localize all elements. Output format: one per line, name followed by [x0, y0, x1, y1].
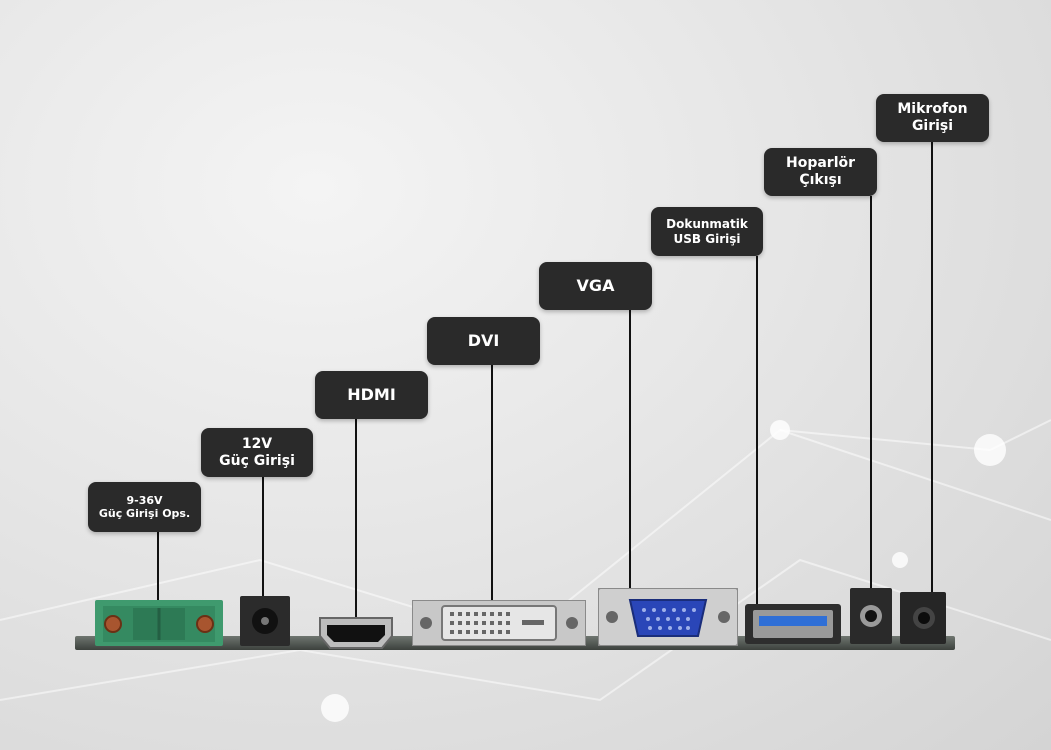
- label-mic-in: Mikrofon Girişi: [876, 94, 989, 142]
- label-hdmi: HDMI: [315, 371, 428, 419]
- label-line: Dokunmatik: [666, 217, 748, 232]
- hdmi-port: [319, 617, 393, 649]
- label-vga: VGA: [539, 262, 652, 310]
- label-line: 12V: [241, 435, 273, 452]
- callout-line-dvi: [491, 365, 493, 601]
- label-9-36v-power: 9-36V Güç Girişi Ops.: [88, 482, 201, 532]
- label-speaker-out: Hoparlör Çıkışı: [764, 148, 877, 196]
- callout-line-mic: [931, 142, 933, 594]
- label-line: Güç Girişi Ops.: [98, 507, 191, 520]
- label-12v-power: 12V Güç Girişi: [201, 428, 313, 477]
- label-line: Mikrofon: [897, 101, 968, 118]
- speaker-audio-jack: [850, 588, 892, 644]
- vga-port: [598, 588, 738, 646]
- label-line: 9-36V: [126, 493, 163, 507]
- label-line: Çıkışı: [799, 172, 842, 188]
- callout-line-hdmi: [355, 419, 357, 619]
- callout-line-usb: [756, 256, 758, 606]
- label-line: HDMI: [347, 385, 396, 405]
- label-line: VGA: [576, 276, 615, 296]
- label-line: USB Girişi: [673, 231, 741, 246]
- callout-line-9-36v: [157, 532, 159, 604]
- usb-port: [745, 604, 841, 644]
- dvi-port: [412, 600, 586, 646]
- label-touch-usb: Dokunmatik USB Girişi: [651, 207, 763, 256]
- terminal-block-connector: [95, 600, 223, 646]
- microphone-audio-jack: [900, 592, 946, 644]
- label-line: Hoparlör: [785, 155, 856, 172]
- callout-line-speaker: [870, 196, 872, 590]
- label-line: DVI: [467, 331, 500, 351]
- label-line: Girişi: [911, 118, 954, 134]
- callout-line-12v: [262, 476, 264, 598]
- dc-barrel-jack: [240, 596, 290, 646]
- label-line: Güç Girişi: [219, 452, 295, 469]
- callout-line-vga: [629, 310, 631, 590]
- label-dvi: DVI: [427, 317, 540, 365]
